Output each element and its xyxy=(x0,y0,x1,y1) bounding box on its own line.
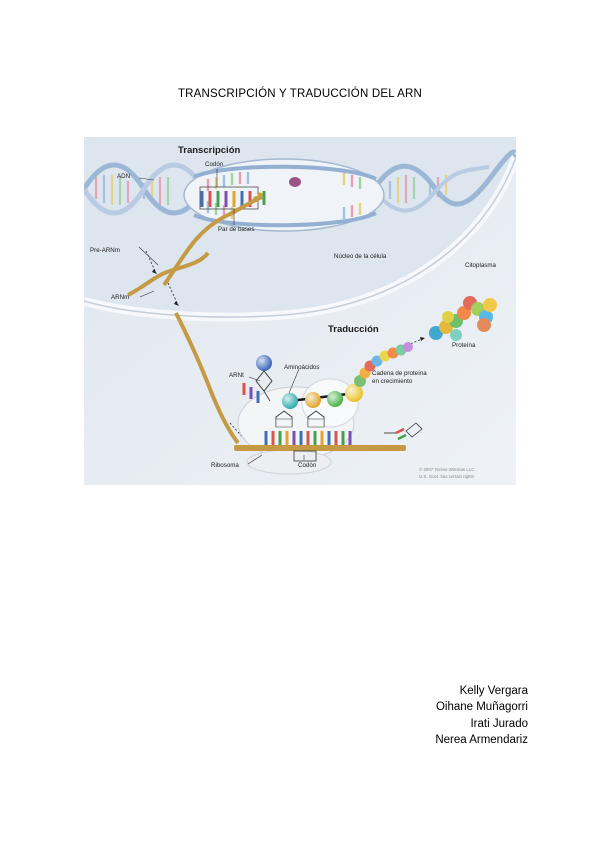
label-amino-acids: Aminoácidos xyxy=(284,364,319,371)
mrna-in-ribosome xyxy=(234,445,406,451)
arrow-to-mrna xyxy=(145,250,157,274)
label-translation: Traducción xyxy=(328,324,379,335)
label-transcription: Transcripción xyxy=(178,145,240,156)
label-codon-top: Codón xyxy=(205,161,224,168)
dna-helix xyxy=(84,149,516,232)
label-codon-bottom: Codón xyxy=(298,462,317,469)
author-name: Irati Jurado xyxy=(470,717,528,730)
label-ribosome: Ribosoma xyxy=(211,462,239,469)
amino-acid-chain xyxy=(282,384,363,409)
folded-protein xyxy=(429,296,497,341)
mrna-strand-nucleus xyxy=(127,251,210,297)
author-name: Oihane Muñagorri xyxy=(435,701,528,714)
pre-mrna-strand xyxy=(162,195,263,287)
label-pre-mrna: Pre-ARNm xyxy=(90,247,120,254)
label-growing-chain-2: en crecimiento xyxy=(372,378,413,385)
label-protein: Proteína xyxy=(452,342,476,349)
nuclear-membrane-inner xyxy=(84,156,516,318)
label-nucleus: Núcleo de la célula xyxy=(334,253,387,260)
exiting-trna xyxy=(384,422,423,441)
label-trna: ARNt xyxy=(229,372,244,379)
label-dna: ADN xyxy=(117,173,130,180)
label-base-pair: Par de bases xyxy=(218,226,254,233)
transcription-translation-diagram: Transcripción Codón ADN Par de bases Pre… xyxy=(84,137,516,485)
label-growing-chain-1: Cadena de proteína xyxy=(372,370,427,377)
document-title: TRANSCRIPCIÓN Y TRADUCCIÓN DEL ARN xyxy=(177,88,423,100)
codon-box-ribosome xyxy=(293,450,317,462)
author-name: Nerea Armendariz xyxy=(435,733,528,746)
arrow-to-cytoplasm xyxy=(167,282,179,306)
label-mrna: ARNm xyxy=(111,294,129,301)
copyright-line-1: © 2007 Terese Winslow LLC xyxy=(419,467,474,472)
trna-in-ribosome xyxy=(275,410,325,428)
mrna-strand-cytoplasm xyxy=(174,312,240,445)
copyright-line-2: U.S. Govt. has certain rights xyxy=(419,474,475,479)
author-name: Kelly Vergara xyxy=(459,685,528,697)
growing-protein-chain xyxy=(354,342,413,387)
label-cytoplasm: Citoplasma xyxy=(465,262,497,269)
mrna-bases xyxy=(264,431,352,445)
free-trna xyxy=(242,355,273,403)
author-list: Kelly Vergara Oihane Muñagorri Irati Jur… xyxy=(435,683,528,748)
rna-polymerase xyxy=(289,177,301,187)
